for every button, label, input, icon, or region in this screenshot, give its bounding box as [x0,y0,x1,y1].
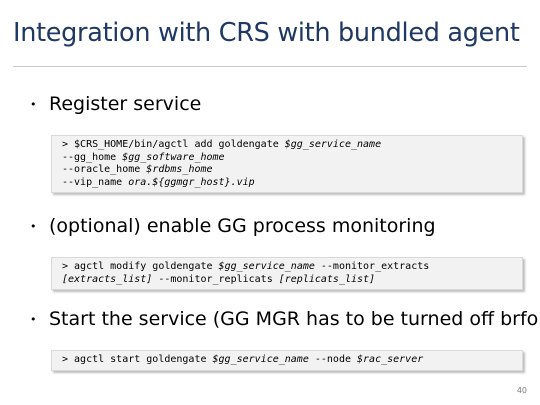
code-line: > agctl start goldengate $gg_service_nam… [62,354,522,367]
code-line: > $CRS_HOME/bin/agctl add goldengate $gg… [62,139,522,152]
bullet-icon: • [30,98,37,111]
code-text: --node [308,354,358,365]
code-variable: $gg_service_name [212,354,309,365]
bullet-start-service: • Start the service (GG MGR has to be tur… [30,308,540,330]
code-box-start: > agctl start goldengate $gg_service_nam… [51,350,523,371]
code-box-register: > $CRS_HOME/bin/agctl add goldengate $gg… [51,135,523,193]
code-line: > agctl modify goldengate $gg_service_na… [62,261,522,274]
code-text: > $CRS_HOME/bin/agctl add goldengate [62,139,285,150]
code-text: > agctl modify goldengate [62,261,219,272]
code-text: --gg_home [62,151,123,163]
code-text: > agctl start goldengate [62,354,213,365]
code-line: --vip_name ora.${ggmgr_host}.vip [62,177,522,190]
bullet-register-service: • Register service [30,93,201,115]
code-box-monitoring: > agctl modify goldengate $gg_service_na… [51,257,523,290]
code-text: --vip_name [62,176,129,188]
bullet-icon: • [30,220,37,233]
code-line: --gg_home $gg_software_home [62,152,522,165]
code-variable: $gg_software_home [122,151,225,163]
bullet-icon: • [30,313,37,326]
code-variable: $gg_service_name [284,139,382,150]
code-variable: $gg_service_name [218,261,315,272]
page-number: 40 [516,386,527,395]
title-divider [13,66,527,67]
bullet-enable-monitoring: • (optional) enable GG process monitoring [30,215,436,237]
code-variable: [extracts_list] [62,273,153,285]
code-variable: ora.${ggmgr_host}.vip [128,176,255,188]
code-variable: $rdbms_home [146,164,213,175]
bullet-text: (optional) enable GG process monitoring [49,215,436,237]
code-variable: $rac_server [357,354,424,365]
slide-title: Integration with CRS with bundled agent [13,18,520,48]
bullet-text: Register service [49,93,202,115]
code-variable: [replicats_list] [278,273,376,285]
code-text: --oracle_home [62,164,147,175]
code-text: --monitor_replicats [152,273,279,285]
bullet-text: Start the service (GG MGR has to be turn… [49,308,540,330]
code-text: --monitor_extracts [314,261,430,272]
code-line: [extracts_list] --monitor_replicats [rep… [62,274,522,287]
code-line: --oracle_home $rdbms_home [62,164,522,177]
